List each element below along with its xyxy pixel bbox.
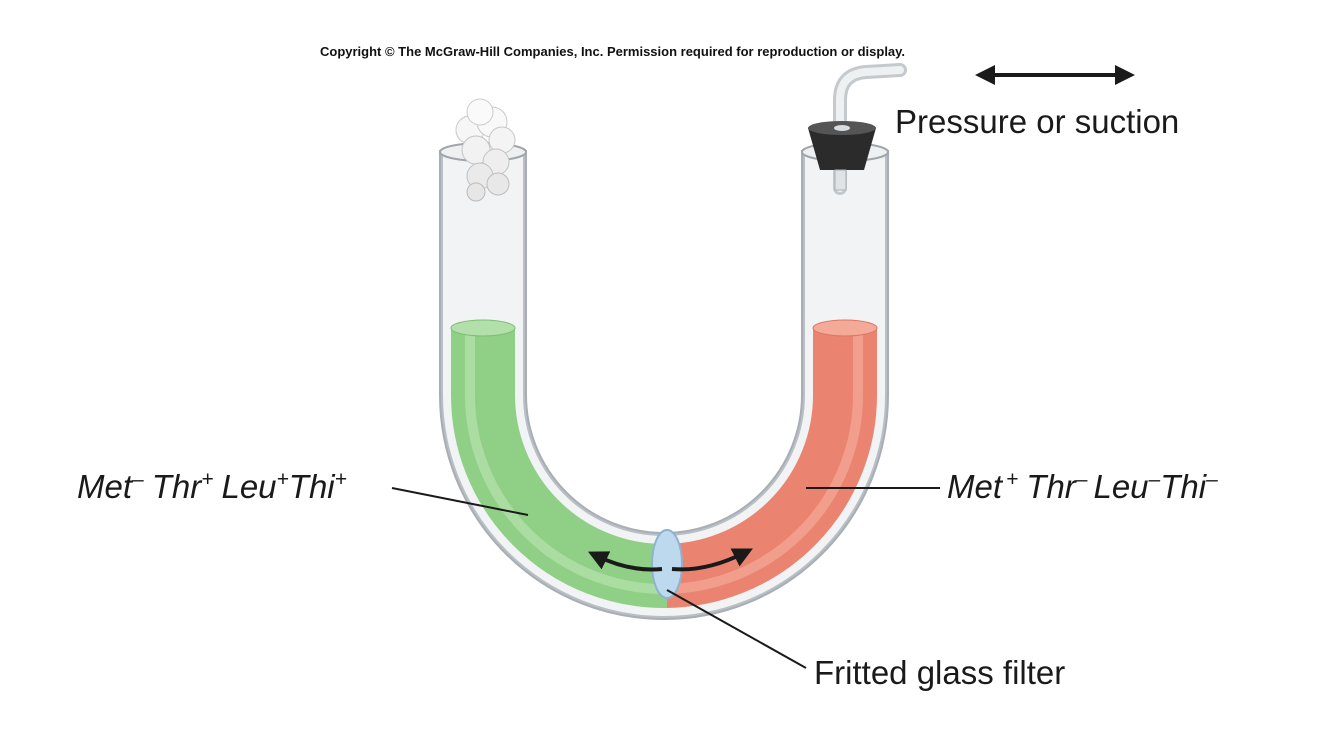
filter-label: Fritted glass filter bbox=[814, 654, 1065, 691]
flow-arrow-right bbox=[671, 548, 753, 572]
left-liquid-surface bbox=[450, 319, 516, 337]
right-strain-label: Met+Thr–Leu–Thi– bbox=[947, 468, 1218, 505]
fritted-glass-filter bbox=[651, 529, 683, 599]
cotton-plug bbox=[455, 98, 516, 202]
right-liquid-surface bbox=[812, 319, 878, 337]
right-culture-liquid bbox=[667, 328, 877, 608]
left-strain-leader bbox=[391, 487, 529, 516]
copyright-notice: Copyright © The McGraw-Hill Companies, I… bbox=[320, 44, 905, 59]
left-strain-label: Met–Thr+Leu+Thi+ bbox=[77, 468, 347, 505]
flow-arrow-left bbox=[588, 551, 663, 572]
rubber-stopper bbox=[808, 63, 907, 195]
filter-leader bbox=[666, 589, 807, 669]
pressure-label: Pressure or suction bbox=[895, 103, 1179, 140]
